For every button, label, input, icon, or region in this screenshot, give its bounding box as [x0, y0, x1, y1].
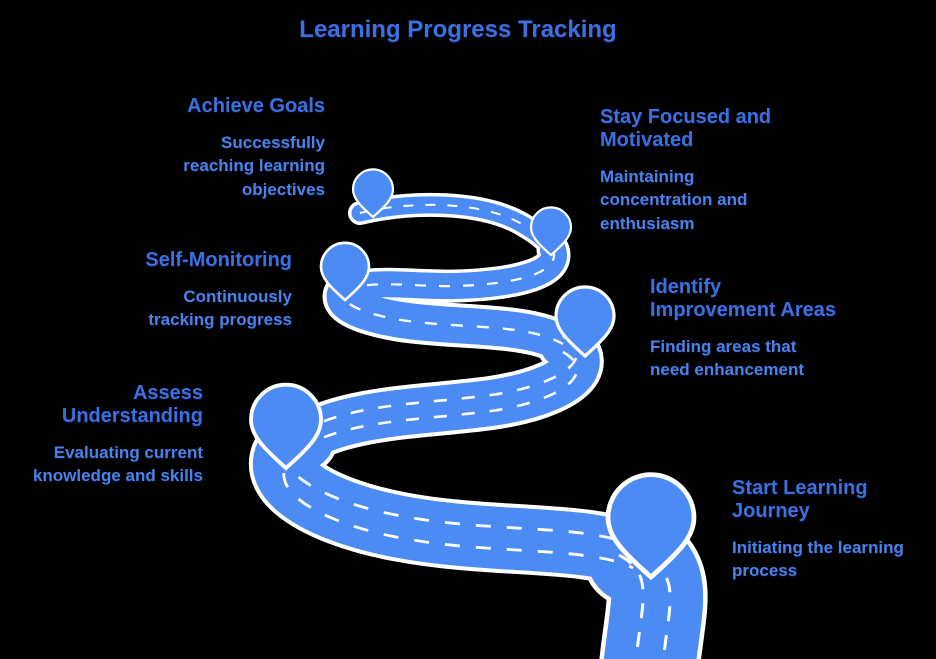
milestone-achieve-goals: Achieve Goals Successfully reaching lear… — [125, 95, 325, 201]
milestone-title: Assess Understanding — [61, 382, 203, 427]
milestone-title: Identify Improvement Areas — [650, 276, 836, 321]
milestone-title: Achieve Goals — [187, 95, 325, 117]
milestone-stay-focused: Stay Focused and Motivated Maintaining c… — [600, 106, 790, 235]
milestone-self-monitoring: Self-Monitoring Continuously tracking pr… — [92, 249, 292, 332]
milestone-description: Continuously tracking progress — [148, 287, 292, 330]
milestone-title: Stay Focused and Motivated — [600, 106, 772, 151]
milestone-start-learning-journey: Start Learning Journey Initiating the le… — [732, 477, 932, 583]
milestone-title: Start Learning Journey — [732, 477, 868, 522]
milestone-description: Initiating the learning process — [732, 538, 904, 581]
milestone-title: Self-Monitoring — [145, 249, 292, 271]
milestone-assess-understanding: Assess Understanding Evaluating current … — [3, 382, 203, 488]
milestone-description: Finding areas that need enhancement — [650, 337, 804, 380]
milestone-identify-improvement-areas: Identify Improvement Areas Finding areas… — [650, 276, 845, 382]
milestone-description: Evaluating current knowledge and skills — [32, 443, 203, 486]
milestone-description: Maintaining concentration and enthusiasm — [600, 167, 748, 233]
diagram-title: Learning Progress Tracking — [299, 16, 617, 43]
milestone-description: Successfully reaching learning objective… — [183, 133, 325, 199]
